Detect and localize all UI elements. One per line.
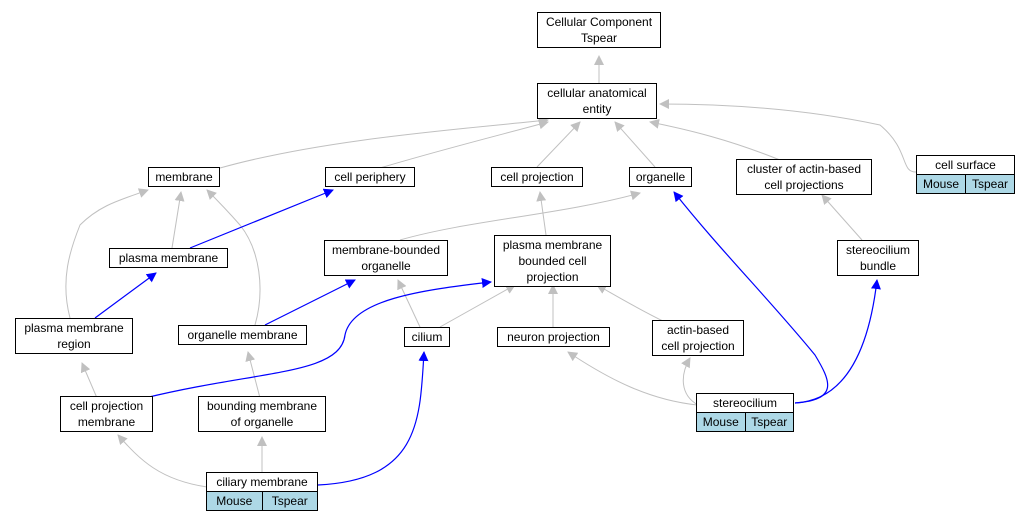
node-neuron-projection[interactable]: neuron projection (497, 327, 610, 347)
edge-orgmem-mbo-blue (264, 279, 356, 326)
node-root-line1: Cellular Component (545, 15, 653, 29)
node-organelle[interactable]: organelle (629, 167, 692, 187)
node-root-line2: Tspear (580, 31, 618, 45)
node-pm-region[interactable]: plasma membrane region (15, 318, 133, 354)
node-cell-periphery-label: cell periphery (334, 170, 406, 184)
node-cluster-actin[interactable]: cluster of actin-based cell projections (736, 159, 872, 195)
node-actin-cell-projection[interactable]: actin-based cell projection (652, 320, 744, 356)
edge-periphery-cae (379, 119, 549, 169)
stereocilium-tags: Mouse Tspear (697, 412, 793, 431)
node-membrane-bounded-organelle[interactable]: membrane-bounded organelle (324, 240, 448, 276)
node-actin-line1: actin-based (666, 323, 730, 337)
edge-projection-cae (536, 121, 581, 168)
node-cell-periphery[interactable]: cell periphery (325, 167, 415, 187)
edge-region-membrane (65, 188, 149, 319)
node-membrane-label: membrane (155, 170, 213, 184)
edge-surface-cae (659, 99, 917, 173)
node-pmbcp-line3: projection (526, 270, 579, 284)
edge-cpm-pmbcp-blue (144, 278, 492, 399)
node-stereocilium[interactable]: stereocilium Mouse Tspear (696, 393, 794, 432)
node-region-line2: region (57, 337, 91, 351)
tag-mouse[interactable]: Mouse (207, 492, 262, 510)
node-bmo-line2: of organelle (230, 415, 294, 429)
tag-mouse[interactable]: Mouse (917, 175, 965, 193)
edge-stereo-bundle-blue (794, 279, 881, 404)
node-pm-bounded-cell-projection[interactable]: plasma membrane bounded cell projection (494, 235, 611, 287)
node-plasma-membrane[interactable]: plasma membrane (109, 248, 228, 268)
node-organelle-label: organelle (635, 170, 686, 184)
node-cellular-anatomical-entity[interactable]: cellular anatomical entity (537, 83, 657, 119)
node-cluster-line1: cluster of actin-based (746, 162, 862, 176)
node-actin-line2: cell projection (661, 339, 735, 353)
edge-cilium-pmbcp (439, 284, 516, 328)
edge-pm-periphery-blue (189, 188, 334, 249)
edge-mbo-organelle (399, 190, 641, 241)
node-stereocilium-label: stereocilium (712, 396, 778, 410)
edge-cpm-region (80, 362, 98, 399)
tag-tspear[interactable]: Tspear (261, 492, 317, 510)
cell-surface-tags: Mouse Tspear (917, 174, 1014, 193)
node-pmbcp-line1: plasma membrane (502, 238, 603, 252)
node-cell-surface[interactable]: cell surface Mouse Tspear (916, 155, 1015, 194)
node-membrane[interactable]: membrane (148, 167, 220, 187)
node-ciliary-membrane[interactable]: ciliary membrane Mouse Tspear (206, 472, 318, 511)
edge-cluster-cae (649, 118, 781, 161)
node-mbo-line1: membrane-bounded (331, 243, 441, 257)
node-neuron-projection-label: neuron projection (507, 330, 600, 344)
edge-pmbcp-projection (536, 191, 547, 236)
edge-actin-pmbcp (596, 284, 666, 323)
tag-tspear[interactable]: Tspear (744, 413, 793, 431)
edge-stereo-neuron (567, 351, 698, 406)
edge-stereo-organelle-blue (673, 191, 829, 404)
edge-cilium-mbo (397, 279, 421, 328)
node-cell-surface-label: cell surface (935, 158, 996, 172)
node-cell-projection-label: cell projection (500, 170, 574, 184)
node-ciliary-membrane-label: ciliary membrane (216, 475, 308, 489)
node-cae-line2: entity (582, 102, 612, 116)
node-root[interactable]: Cellular Component Tspear (537, 12, 661, 48)
node-stereocilium-bundle[interactable]: stereocilium bundle (837, 240, 919, 276)
node-bmo-line1: bounding membrane (206, 399, 318, 413)
edge-ciliary-cpm (117, 434, 208, 488)
node-organelle-membrane[interactable]: organelle membrane (178, 325, 307, 345)
node-cilium[interactable]: cilium (404, 327, 450, 347)
node-cluster-line2: cell projections (764, 178, 844, 192)
node-cpm-line2: membrane (77, 415, 136, 429)
node-organelle-membrane-label: organelle membrane (187, 328, 298, 342)
edge-stereo-actin (681, 357, 699, 406)
node-pmbcp-line2: bounded cell (518, 254, 587, 268)
node-cae-line1: cellular anatomical (547, 86, 647, 100)
ciliary-membrane-tags: Mouse Tspear (207, 491, 317, 510)
tag-mouse[interactable]: Mouse (697, 413, 745, 431)
node-bundle-line1: stereocilium (845, 243, 911, 257)
node-cell-projection[interactable]: cell projection (491, 167, 583, 187)
edge-region-pm-blue (94, 272, 157, 319)
tag-tspear[interactable]: Tspear (965, 175, 1014, 193)
node-cell-projection-membrane[interactable]: cell projection membrane (60, 396, 153, 432)
edge-bundle-cluster (821, 194, 863, 241)
edge-organelle-cae (614, 121, 656, 168)
edge-membrane-cae (219, 115, 549, 169)
node-cpm-line1: cell projection (69, 399, 144, 413)
edge-orgmem-membrane (206, 189, 261, 326)
node-bounding-membrane[interactable]: bounding membrane of organelle (198, 396, 326, 432)
node-plasma-membrane-label: plasma membrane (118, 251, 219, 265)
node-region-line1: plasma membrane (24, 321, 124, 335)
edge-bmo-orgmem (245, 351, 261, 399)
edge-pm-membrane (171, 191, 185, 249)
node-cilium-label: cilium (411, 330, 443, 344)
node-bundle-line2: bundle (859, 259, 897, 273)
edge-ciliary-cilium-blue (317, 351, 429, 486)
node-mbo-line2: organelle (361, 259, 411, 273)
